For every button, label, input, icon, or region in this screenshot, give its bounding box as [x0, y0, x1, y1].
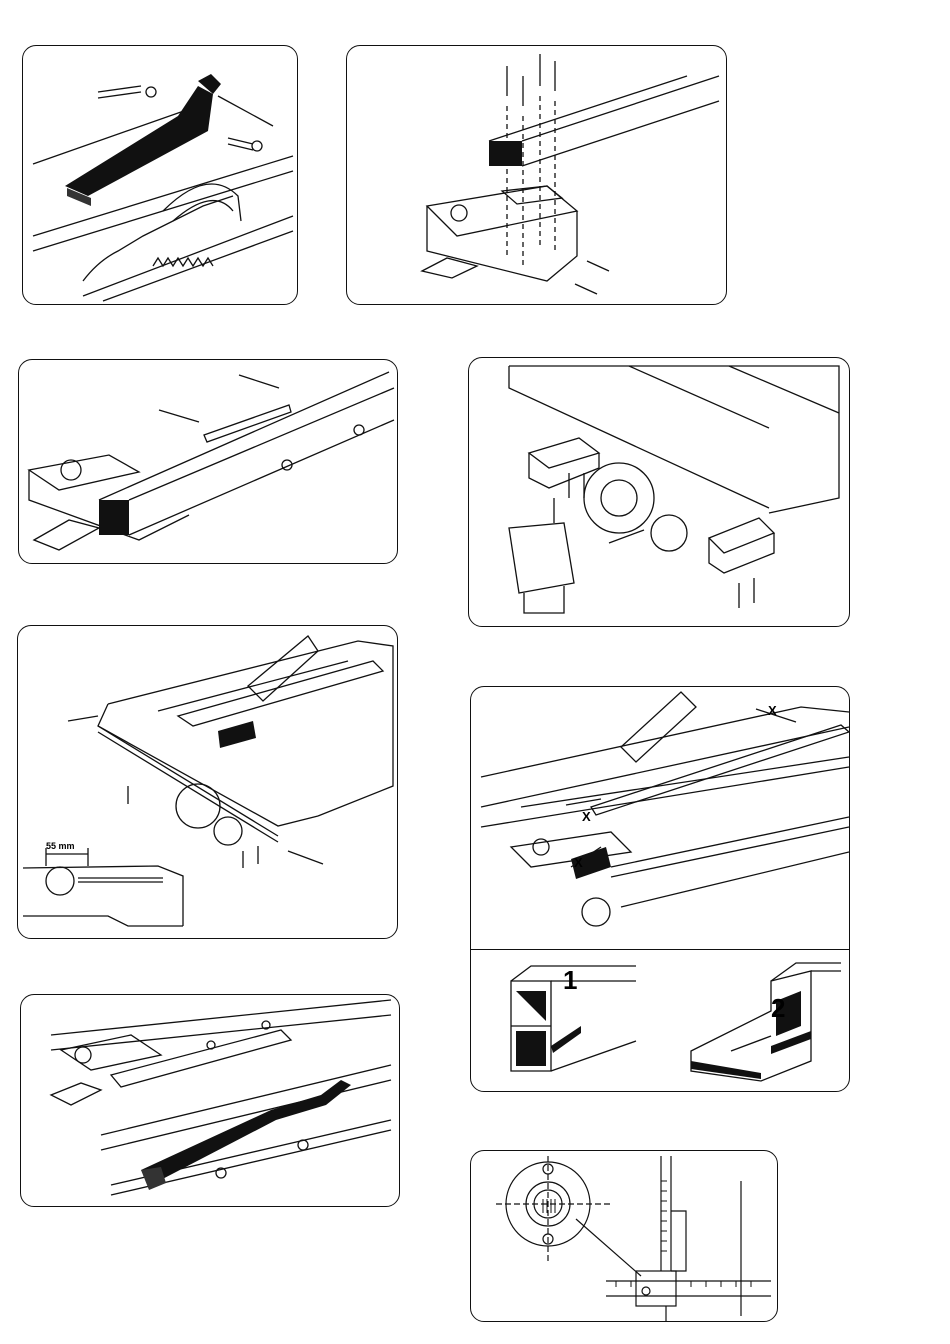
x-mark-bottom: X [574, 855, 583, 870]
figure-fence-on-table: 55 mm [17, 625, 398, 939]
table-bracket-mounting-drawing [469, 358, 850, 627]
fence-alignment-drawing [471, 687, 850, 949]
figure-fence-rail-bolts [18, 359, 398, 564]
figure-fence-alignment: X X X 1 2 [470, 686, 850, 1092]
figure-sliding-carriage-rail [20, 994, 400, 1207]
scale-detail-drawing [471, 1151, 778, 1322]
fence-bar-mounting-drawing [347, 46, 727, 305]
dimension-55mm-label: 55 mm [46, 841, 75, 851]
figure-fence-bar-mounting [346, 45, 727, 305]
riving-knife-guard-drawing [23, 46, 298, 305]
profile-number-2: 2 [771, 993, 785, 1024]
profile-divider [471, 949, 849, 950]
fence-profile-drawing [471, 951, 850, 1091]
x-mark-top: X [768, 703, 777, 718]
sliding-carriage-rail-drawing [21, 995, 400, 1207]
fence-on-table-drawing [18, 626, 398, 939]
figure-table-bracket-mounting [468, 357, 850, 627]
figure-riving-knife-guard [22, 45, 298, 305]
profile-number-1: 1 [563, 965, 577, 996]
fence-rail-bolts-drawing [19, 360, 398, 564]
x-mark-middle: X [582, 809, 591, 824]
figure-scale-detail [470, 1150, 778, 1322]
